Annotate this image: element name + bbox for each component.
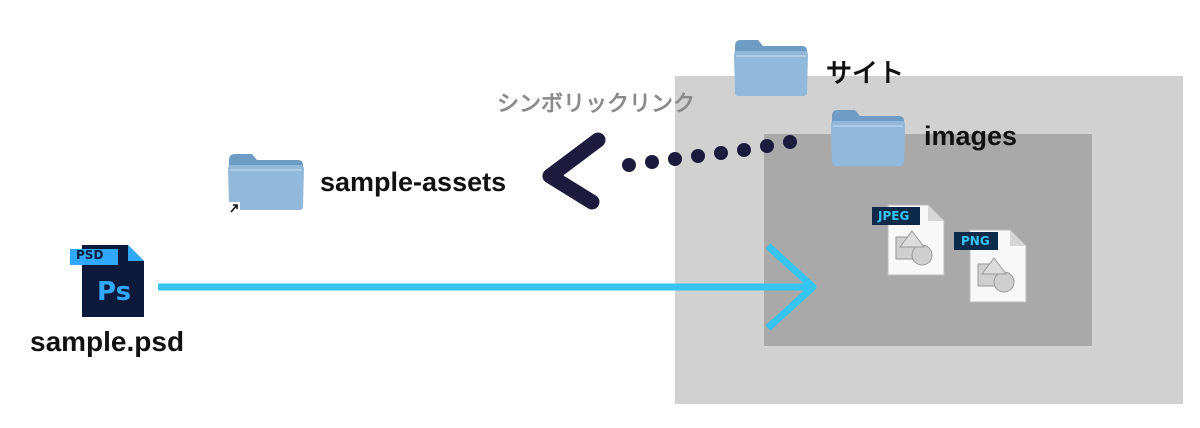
sample-assets-label: sample-assets	[320, 167, 507, 197]
export-arrow	[158, 243, 817, 331]
jpeg-badge: JPEG	[878, 209, 910, 223]
symlink-arrow	[542, 132, 797, 210]
alias-arrow-icon	[230, 204, 238, 213]
psd-badge: PSD	[76, 248, 104, 262]
folder-icon[interactable]	[732, 36, 810, 98]
png-badge: PNG	[961, 234, 990, 248]
site-folder-label: サイト	[826, 58, 905, 88]
photoshop-file-icon[interactable]: PSD Ps	[70, 243, 160, 319]
ps-glyph: Ps	[97, 277, 132, 307]
images-folder-label: images	[924, 121, 1018, 151]
folder-alias-icon[interactable]	[226, 150, 306, 216]
sample-psd-label: sample.psd	[30, 326, 185, 357]
folder-icon[interactable]	[829, 106, 907, 168]
png-file-icon[interactable]: PNG	[952, 228, 1028, 304]
jpeg-file-icon[interactable]: JPEG	[870, 203, 946, 277]
symlink-label: シンボリックリンク	[497, 91, 696, 116]
